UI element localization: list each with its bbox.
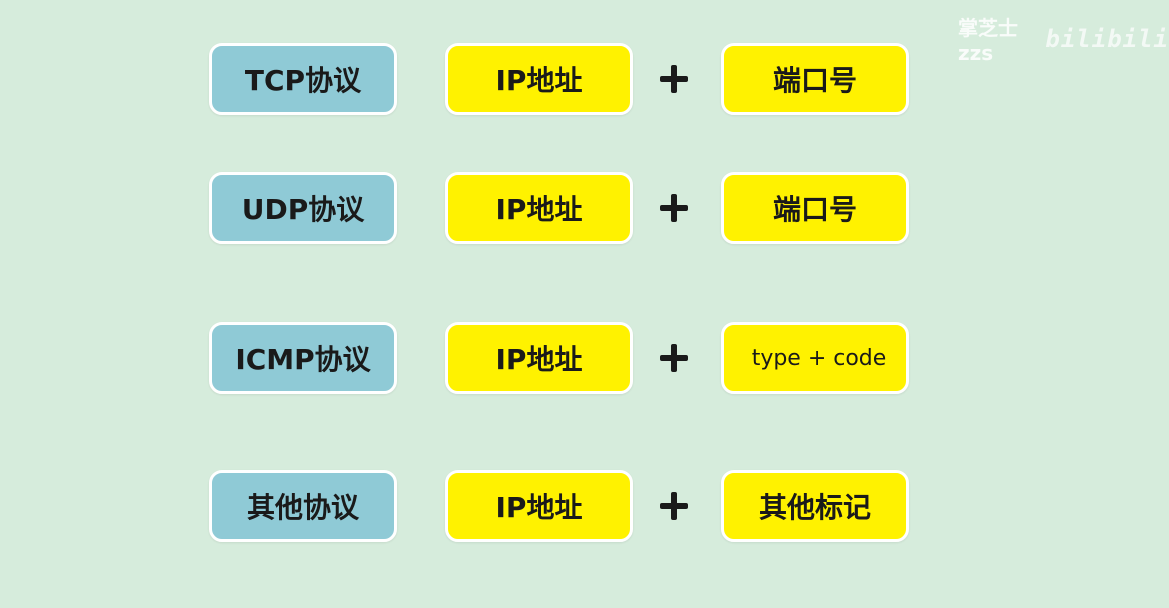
ip-address-box: IP地址 [445,322,633,394]
bilibili-logo-icon: bilibili [1045,24,1169,53]
port-number-box: 端口号 [721,43,909,115]
plus-icon [650,184,698,232]
protocol-box-tcp: TCP协议 [209,43,397,115]
protocol-box-udp: UDP协议 [209,172,397,244]
plus-icon [650,334,698,382]
plus-icon [650,55,698,103]
plus-icon [650,482,698,530]
protocol-box-other: 其他协议 [209,470,397,542]
ip-address-box: IP地址 [445,172,633,244]
protocol-box-icmp: ICMP协议 [209,322,397,394]
ip-address-box: IP地址 [445,470,633,542]
port-number-box: 端口号 [721,172,909,244]
watermark-text: 掌芝士zzs [958,16,1018,65]
watermark: 掌芝士zzs bilibili [958,12,1169,65]
other-marker-box: 其他标记 [721,470,909,542]
type-code-box: type + code [721,322,909,394]
ip-address-box: IP地址 [445,43,633,115]
